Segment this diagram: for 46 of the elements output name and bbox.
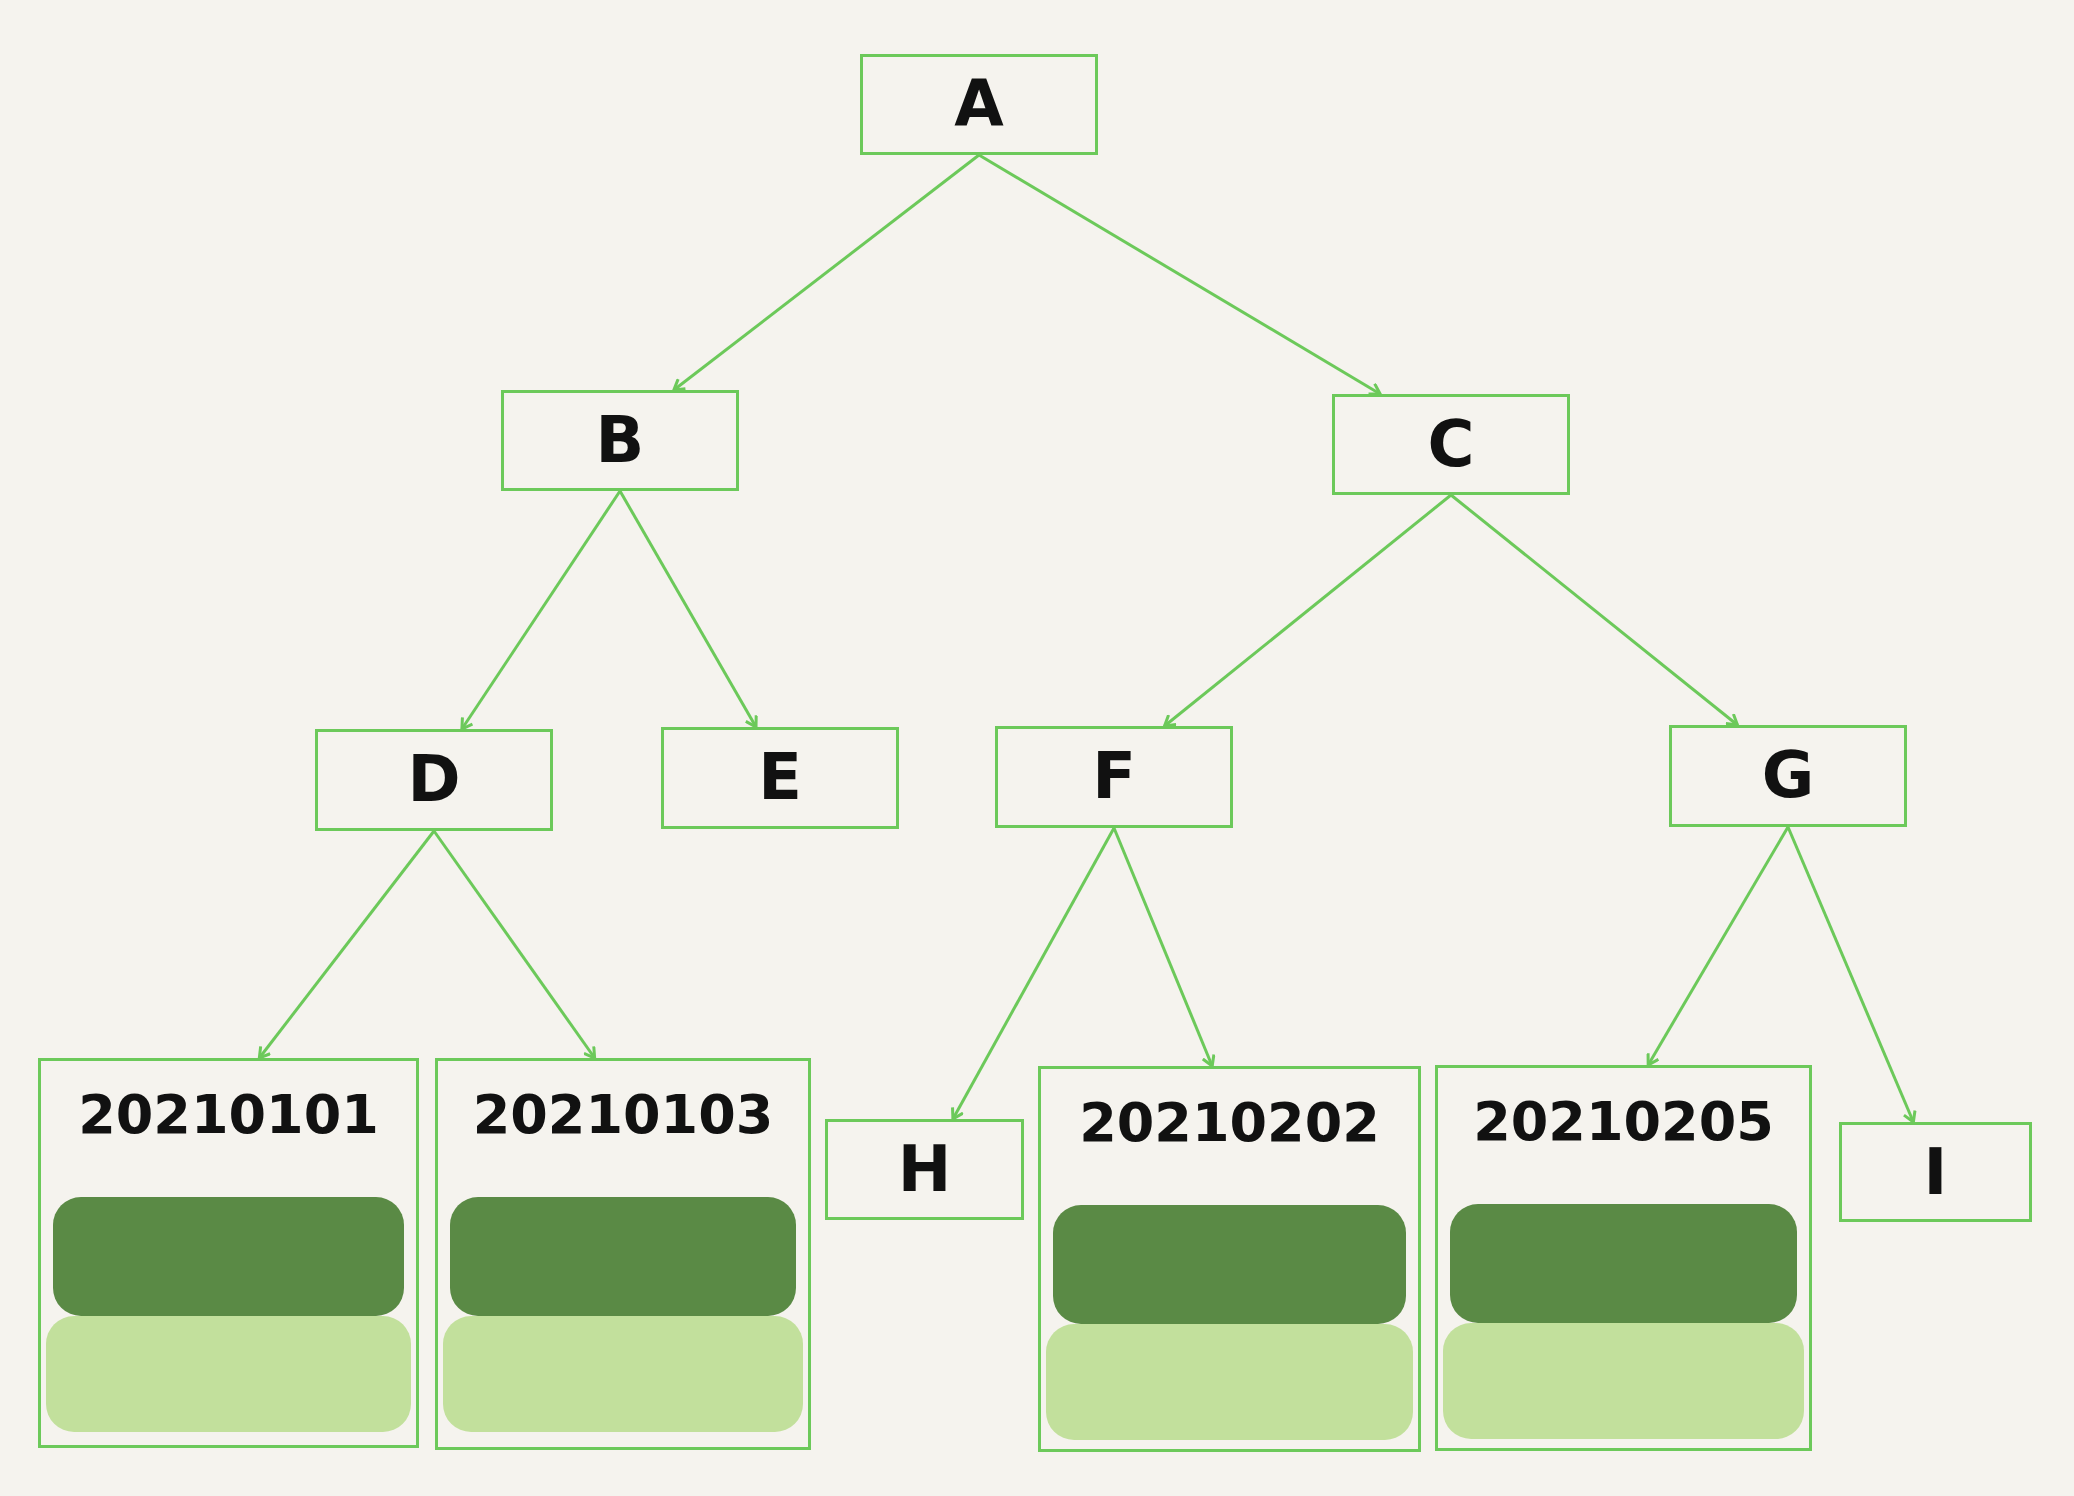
tree-node-box: [1839, 1122, 2032, 1222]
node-label: I: [1923, 1135, 1948, 1209]
leaf-node-box: [435, 1058, 811, 1450]
node-label: F: [1092, 739, 1136, 813]
tree-node-box: [1669, 725, 1907, 827]
node-label: B: [595, 403, 645, 477]
dark-record-bar: [1053, 1205, 1406, 1324]
node-label: D: [407, 742, 461, 816]
date-label: 20210205: [1473, 1090, 1774, 1153]
tree-node-box: [825, 1119, 1024, 1220]
arrow: [951, 827, 1116, 1121]
arrow: [618, 490, 758, 729]
arrow: [432, 830, 597, 1060]
node-label: E: [758, 740, 802, 814]
tree-node-box: [315, 729, 553, 831]
leaf-node-box: [38, 1058, 419, 1448]
arrow: [257, 830, 436, 1060]
leaf-node-box: [1435, 1065, 1812, 1451]
node-label: G: [1761, 738, 1815, 812]
arrow: [1786, 826, 1917, 1124]
tree-node-box: [860, 54, 1098, 155]
leaf-node-box: [1038, 1066, 1421, 1452]
tree-node-box: [661, 727, 899, 829]
arrow: [978, 153, 1382, 396]
tree-node-box: [1332, 394, 1570, 495]
light-record-bar: [1443, 1323, 1804, 1439]
dark-record-bar: [1450, 1204, 1797, 1323]
node-label: H: [897, 1132, 952, 1206]
arrow: [460, 490, 622, 731]
dark-record-bar: [53, 1197, 404, 1316]
light-record-bar: [1046, 1324, 1413, 1440]
light-record-bar: [443, 1316, 803, 1432]
light-record-bar: [46, 1316, 411, 1432]
date-label: 20210103: [472, 1083, 774, 1146]
date-label: 20210202: [1079, 1091, 1380, 1154]
tree-node-box: [501, 390, 739, 491]
arrow: [1450, 493, 1739, 727]
node-label: C: [1427, 407, 1475, 481]
date-label: 20210101: [78, 1083, 379, 1146]
arrow: [1163, 493, 1452, 728]
tree-node-box: [995, 726, 1233, 828]
arrow: [672, 153, 980, 392]
dark-record-bar: [450, 1197, 796, 1316]
arrow: [1646, 826, 1790, 1067]
arrow: [1112, 827, 1216, 1068]
node-label: A: [954, 67, 1004, 141]
